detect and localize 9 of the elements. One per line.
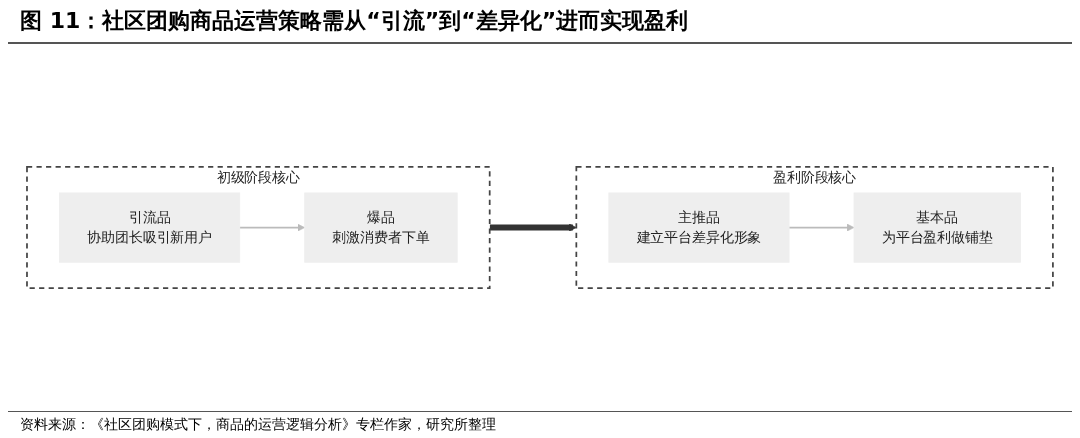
arrow: [489, 223, 577, 232]
node-box: 主推品 建立平台差异化形象: [608, 192, 790, 263]
source-note: 资料来源：《社区团购模式下，商品的运营逻辑分析》专栏作家，研究所整理: [8, 411, 1072, 438]
arrow: [238, 223, 306, 232]
arrow: [788, 223, 855, 232]
node-box: 基本品 为平台盈利做铺垫: [853, 192, 1021, 263]
node-box: 引流品 协助团长吸引新用户: [59, 192, 241, 263]
figure-title: 图 11：社区团购商品运营策略需从“引流”到“差异化”进而实现盈利: [8, 0, 1072, 44]
node-box: 爆品 刺激消费者下单: [304, 192, 458, 263]
